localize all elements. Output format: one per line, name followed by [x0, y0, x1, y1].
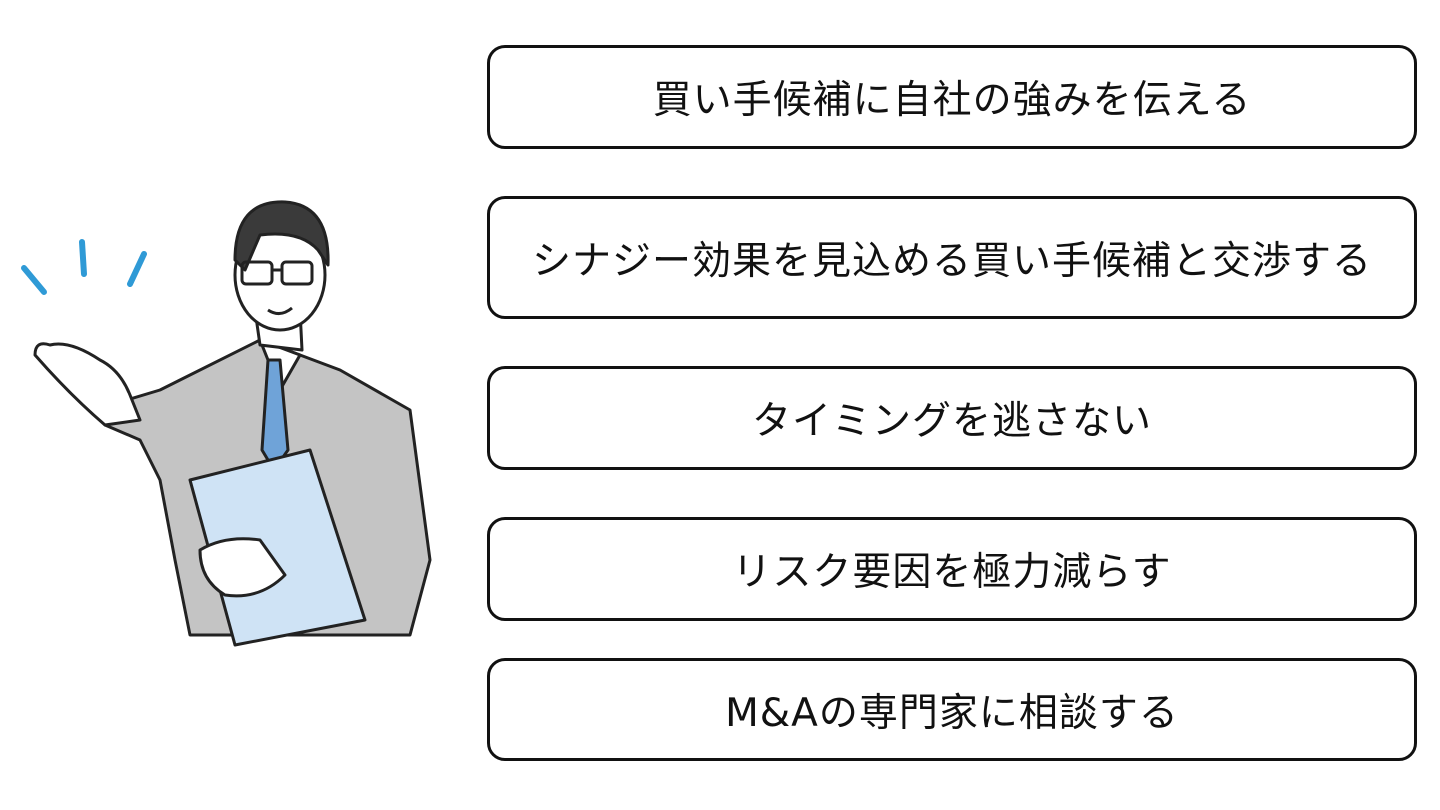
attention-lines-icon	[21, 239, 147, 295]
glasses-icon	[240, 260, 314, 286]
point-label: リスク要因を極力減らす	[732, 550, 1172, 595]
point-label: タイミングを逃さない	[751, 399, 1152, 444]
point-box-3: タイミングを逃さない	[487, 366, 1417, 470]
point-box-4: リスク要因を極力減らす	[487, 517, 1417, 621]
point-label: M&Aの専門家に相談する	[725, 690, 1179, 736]
businessman-illustration	[21, 200, 432, 647]
hair	[233, 200, 330, 272]
hand-holding	[198, 537, 287, 598]
point-label: 買い手候補に自社の強みを伝える	[652, 78, 1252, 123]
hand-raised	[33, 342, 142, 427]
point-label: シナジー効果を見込める買い手候補と交渉する	[531, 238, 1372, 284]
point-box-2: シナジー効果を見込める買い手候補と交渉する	[487, 196, 1417, 319]
point-box-5: M&Aの専門家に相談する	[487, 658, 1417, 761]
point-box-1: 買い手候補に自社の強みを伝える	[487, 45, 1417, 149]
